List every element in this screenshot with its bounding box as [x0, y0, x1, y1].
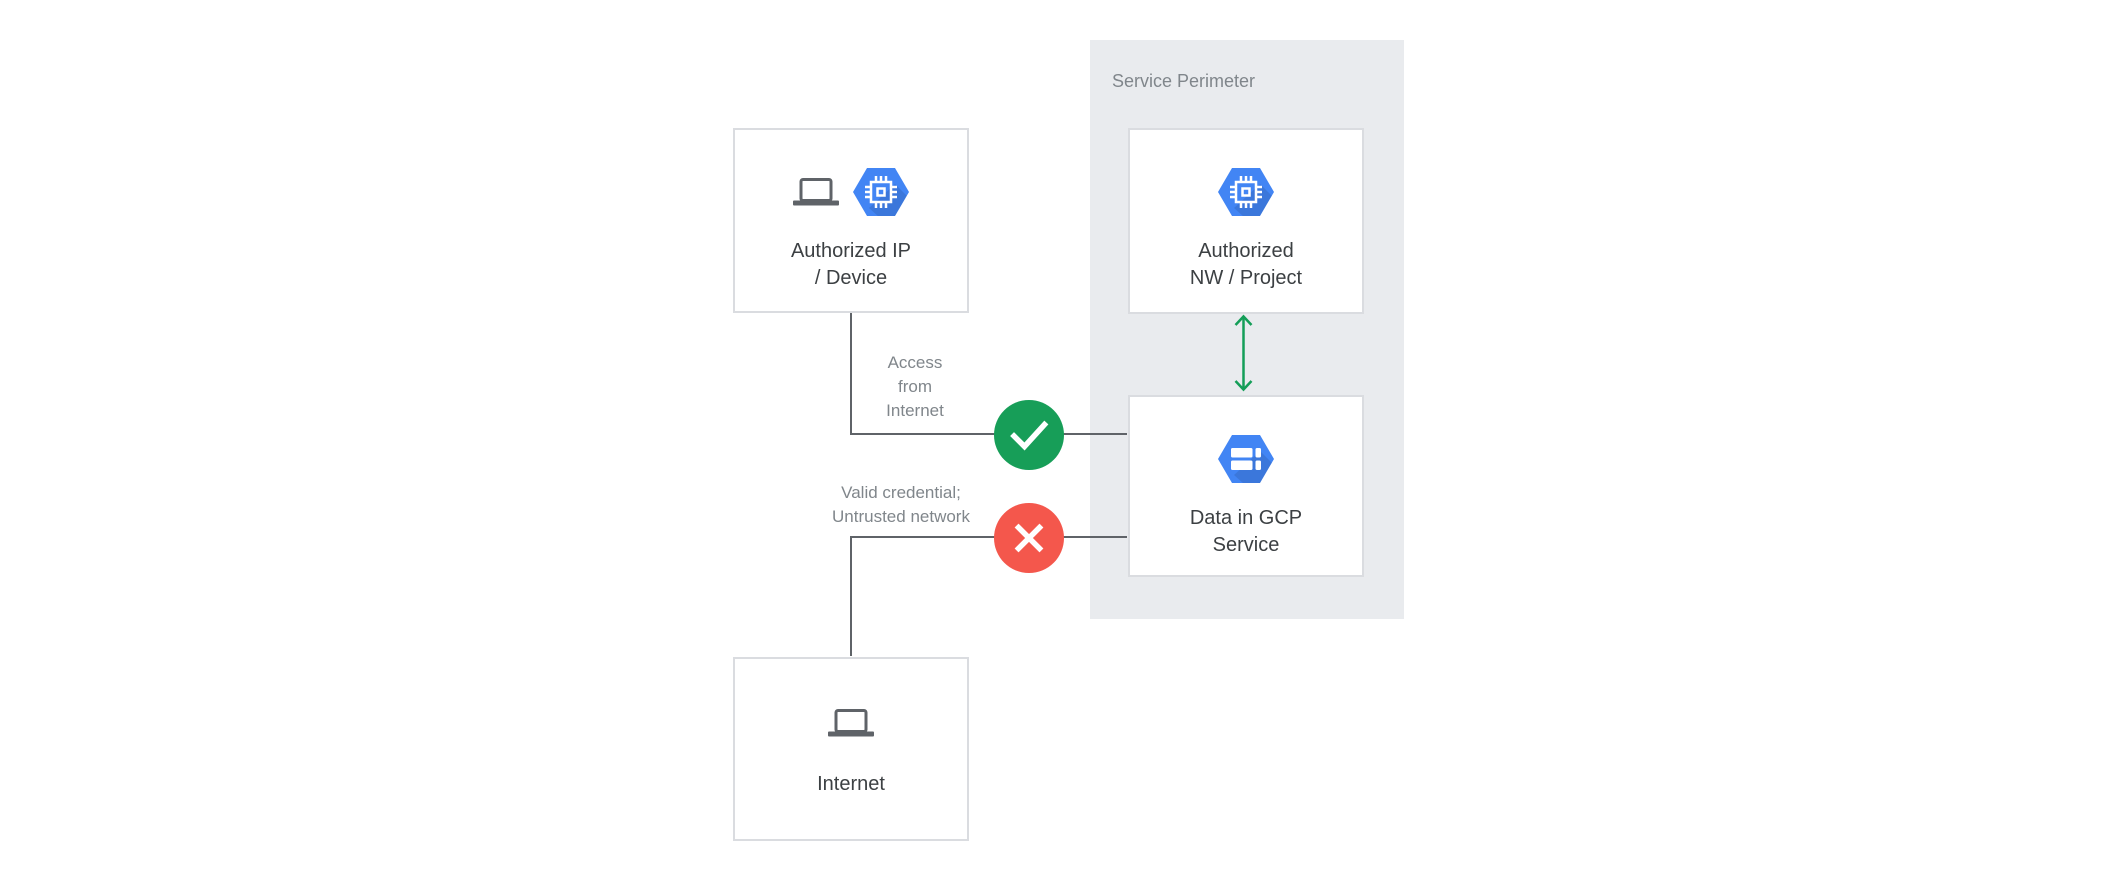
- double-arrow-icon: [1234, 314, 1253, 392]
- service-perimeter-label: Service Perimeter: [1112, 71, 1256, 91]
- node-label: Authorized NW / Project: [1189, 240, 1303, 289]
- laptop-icon: [793, 178, 839, 206]
- laptop-icon: [828, 709, 874, 737]
- node-authorized-ip-device: Authorized IP / Device: [733, 128, 969, 313]
- node-icons: [1218, 435, 1274, 483]
- check-icon: [1010, 420, 1049, 451]
- node-icons: [828, 709, 874, 737]
- node-internet: Internet: [733, 657, 969, 841]
- node-label: Data in GCP Service: [1189, 507, 1303, 556]
- gcp-hexagon-server-icon: [1218, 435, 1274, 483]
- node-data-in-gcp-service: Data in GCP Service: [1128, 395, 1364, 577]
- node-label: Internet: [817, 773, 885, 795]
- access-allowed-badge: [994, 400, 1064, 470]
- node-label: Authorized IP / Device: [790, 240, 912, 289]
- node-icons: [793, 168, 909, 216]
- access-denied-badge: [994, 503, 1064, 573]
- edge-label-valid-credential-untrusted-network: Valid credential; Untrusted network: [832, 483, 970, 526]
- edge-internet-to-data: [850, 536, 1127, 656]
- node-icons: [1218, 168, 1274, 216]
- gcp-hexagon-chip-icon: [853, 168, 909, 216]
- cross-icon: [1014, 523, 1044, 553]
- node-authorized-nw-project: Authorized NW / Project: [1128, 128, 1364, 314]
- gcp-hexagon-chip-icon: [1218, 168, 1274, 216]
- edge-label-access-from-internet: Access from Internet: [886, 353, 944, 420]
